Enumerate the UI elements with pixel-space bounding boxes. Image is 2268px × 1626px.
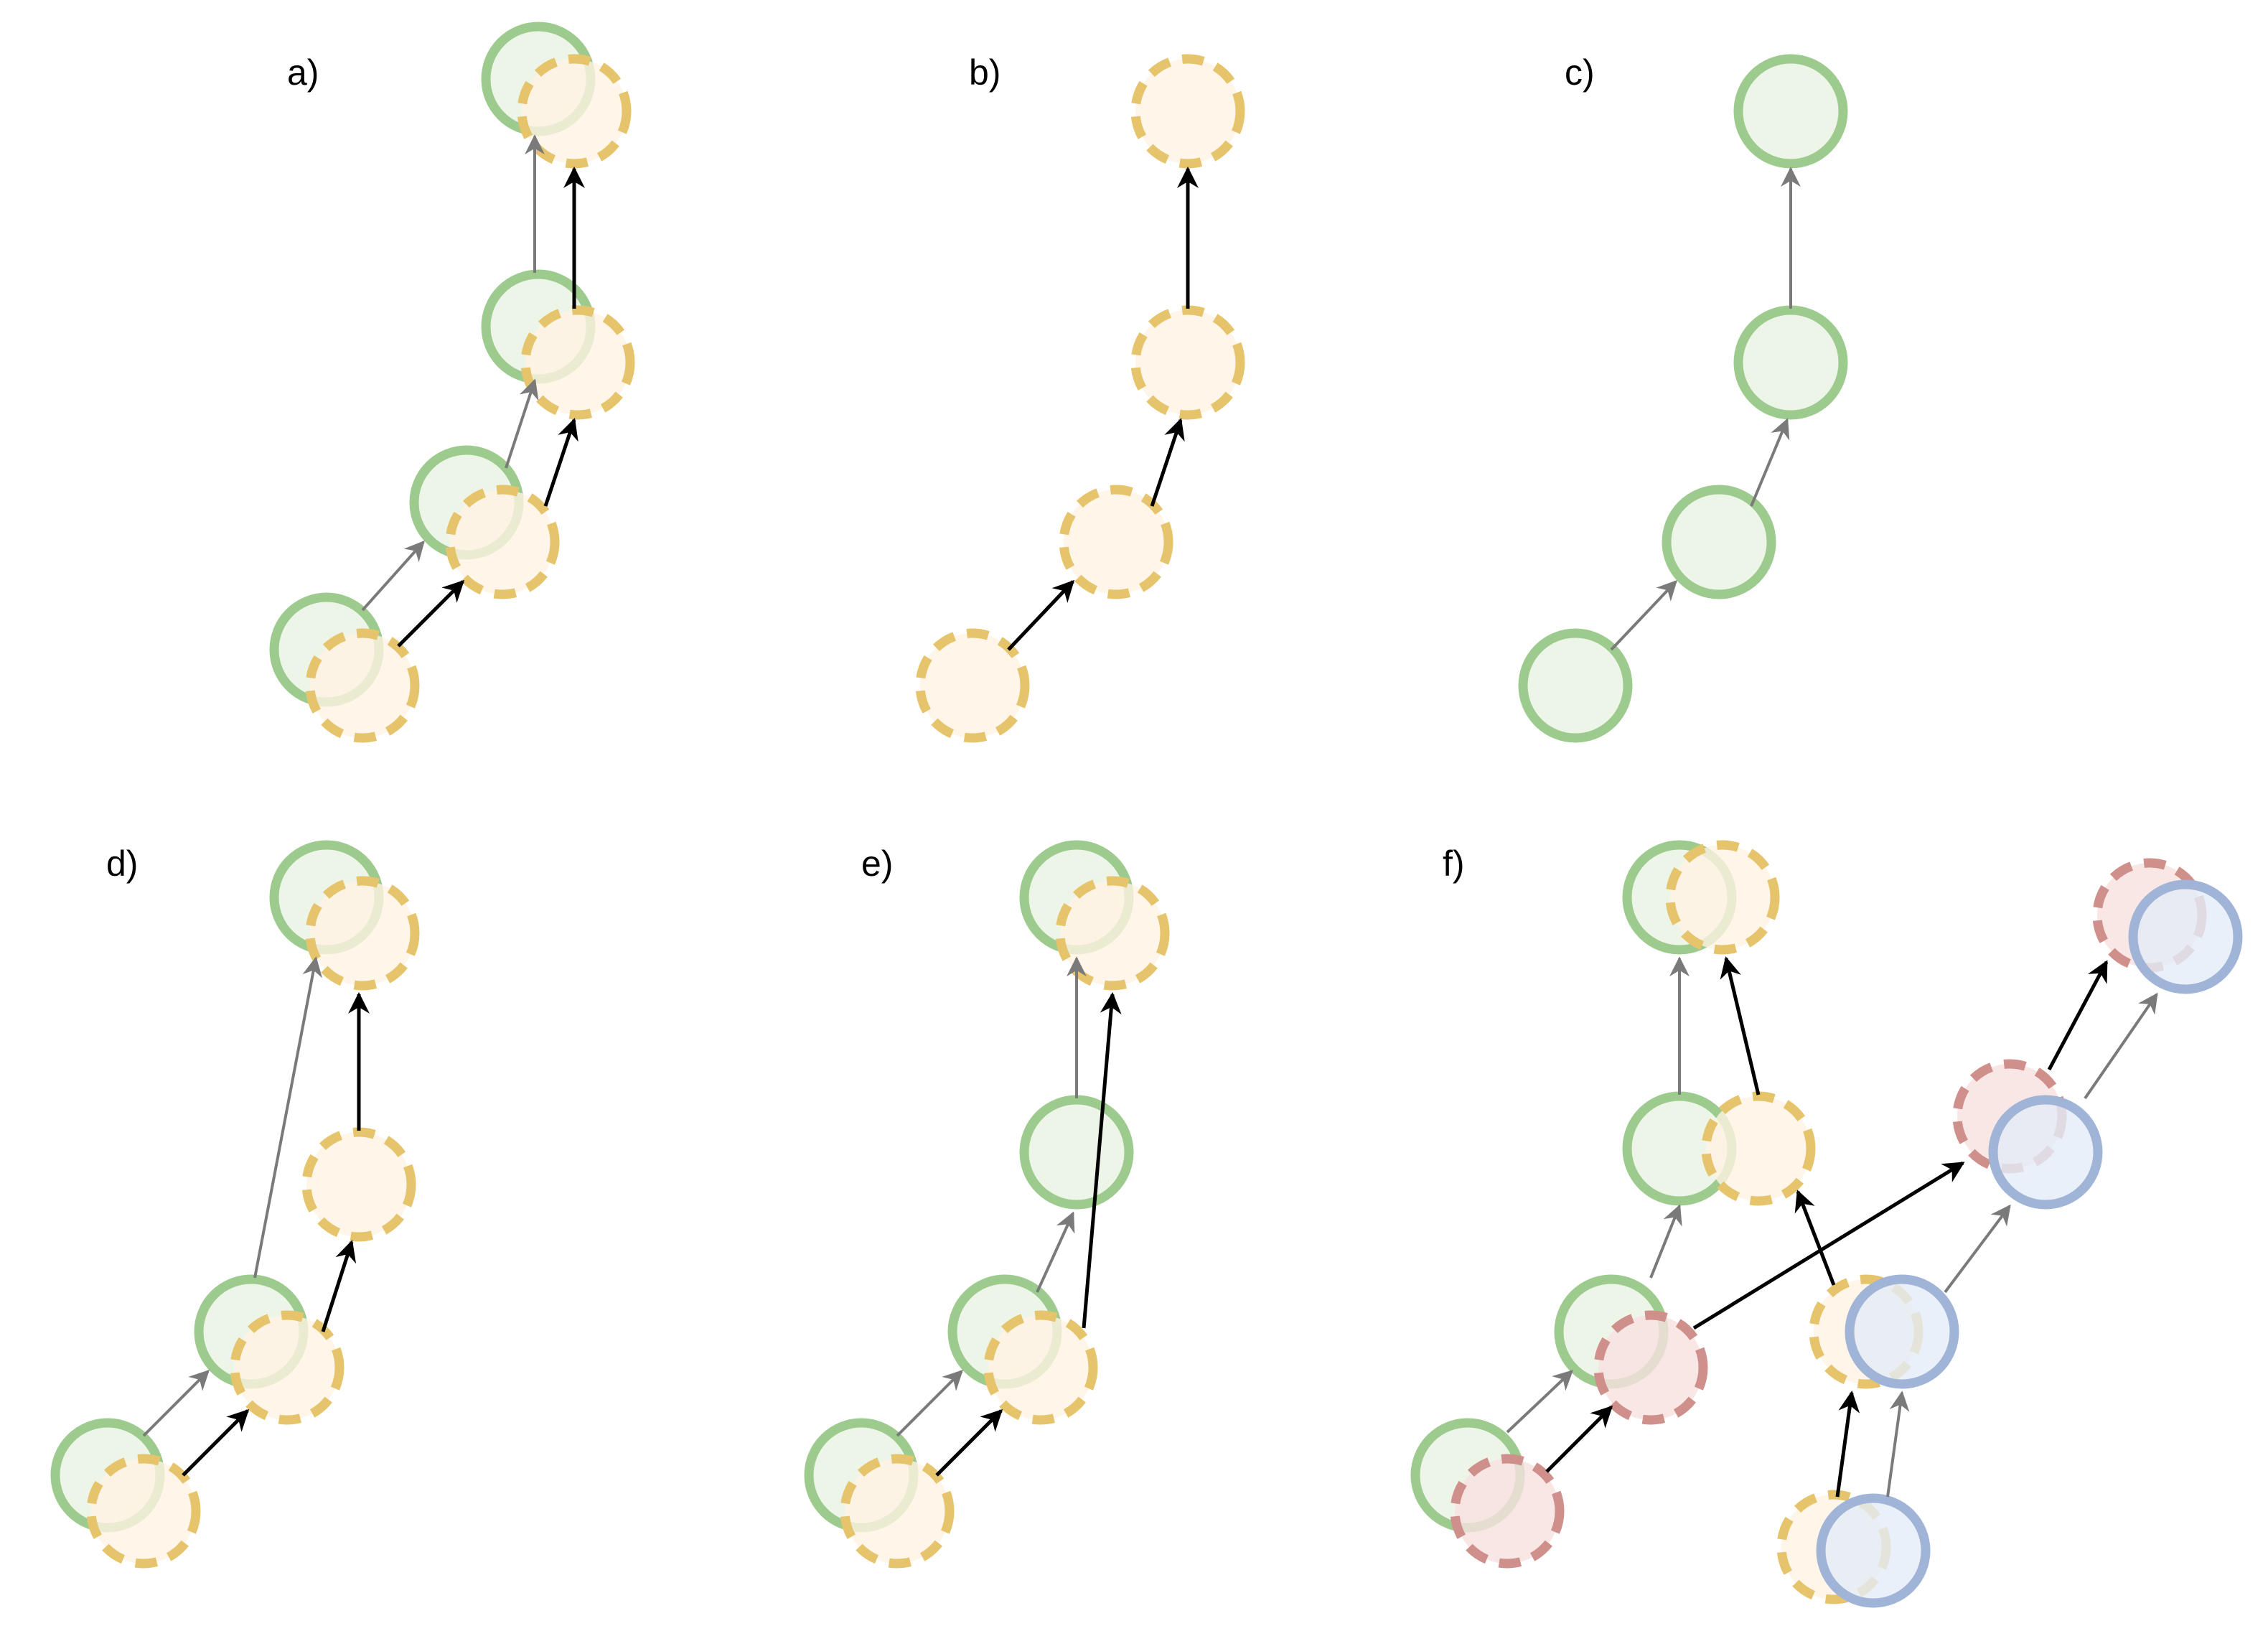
panel-label-e: e) [861,844,893,884]
panel-d-node-o-22 [86,1454,201,1569]
panel-d-node-o-19 [305,876,420,991]
panel-label-b: b) [969,52,1001,93]
panel-f-node-o-35 [1701,1091,1816,1206]
panel-f-node-r-41 [1450,1454,1565,1569]
panel-c-node-g-14 [1662,485,1776,599]
panel-e-edge-black-20 [1082,992,1122,1329]
panel-a-edge-black-3 [397,579,465,648]
panel-f-node-b-44 [1845,1274,1959,1389]
panel-f-edge-black-26 [1794,1190,1836,1286]
panel-label-d: d) [106,844,138,884]
panel-a-edge-black-4 [543,418,578,507]
panel-f-node-b-42 [2128,879,2243,994]
panel-f-edge-gray-23 [1649,1204,1682,1279]
panel-f-edge-gray-24 [1506,1370,1574,1434]
panel-f-node-o-34 [1665,840,1780,955]
panel-c-node-g-13 [1733,305,1848,420]
panel-a-node-o-7 [305,628,420,743]
panel-f-edge-gray-31 [1886,1391,1910,1497]
panel-a-node-o-6 [445,485,560,599]
panel-f-edge-black-27 [1545,1405,1613,1473]
panel-label-c: c) [1565,52,1595,93]
panel-c-node-g-12 [1733,54,1848,169]
panel-labels: a) b) c) d) e) f) [106,52,1595,884]
panel-b-node-o-8 [1130,54,1245,169]
panel-f-edge-black-28 [1692,1161,1965,1330]
panel-d-node-o-21 [230,1310,345,1425]
panel-a-edge-gray-0 [361,540,425,612]
panel-d-edge-black-15 [182,1408,250,1477]
panel-f-edge-black-29 [2047,960,2109,1071]
panel-e-edge-gray-18 [1036,1211,1075,1293]
panel-d-edge-black-14 [321,1240,357,1332]
panel-f-edge-gray-33 [2084,992,2158,1100]
panel-label-f: f) [1443,844,1465,884]
panel-f-edge-black-25 [1720,956,1761,1095]
panel-f-node-b-43 [1988,1095,2103,1210]
panel-c-edge-gray-10 [1750,418,1790,507]
panel-e-node-o-28 [983,1310,1098,1425]
panel-b-node-o-11 [915,628,1030,743]
nodes-layer [50,22,2243,1608]
panel-a-edge-gray-1 [505,378,539,469]
panel-c-edge-gray-9 [1610,579,1677,651]
panel-d-node-o-20 [301,1127,416,1242]
panel-a-node-o-4 [517,54,632,169]
panel-label-a: a) [287,52,319,93]
panel-b-edge-black-6 [1007,579,1075,651]
panel-e-edge-gray-19 [896,1370,963,1437]
panel-f-edge-gray-32 [1944,1204,2011,1294]
panel-a-node-o-5 [520,305,635,420]
panel-b-node-o-10 [1059,485,1173,599]
panel-f-node-b-45 [1816,1493,1931,1608]
panel-d-edge-gray-13 [142,1370,210,1437]
panel-e-node-g-24 [1019,1095,1134,1210]
panel-e-node-o-29 [840,1454,955,1569]
panel-d-edge-gray-12 [253,956,323,1279]
panel-b-edge-black-7 [1150,418,1185,507]
panel-e-edge-black-21 [935,1408,1003,1477]
panel-c-node-g-15 [1518,628,1633,743]
panel-b-node-o-9 [1130,305,1245,420]
panel-f-node-r-40 [1593,1310,1708,1425]
edges-layer [142,134,2158,1497]
panel-f-edge-black-30 [1835,1391,1860,1497]
